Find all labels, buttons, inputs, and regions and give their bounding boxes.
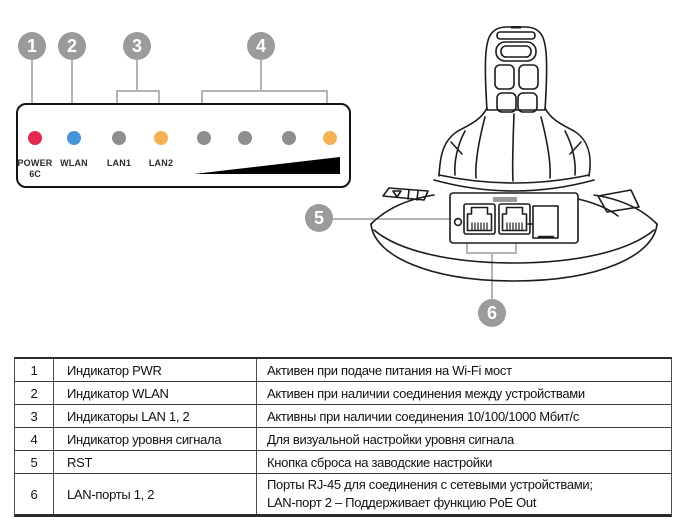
reset-button-hole	[453, 217, 463, 227]
wlan-led	[67, 131, 81, 145]
power-connector-slot	[527, 205, 559, 239]
vent-slot	[382, 187, 429, 201]
row-desc: Для визуальной настройки уровня сигнала	[256, 428, 671, 450]
row-desc: Активен при наличии соединения между уст…	[256, 382, 671, 404]
wlan-led-label: WLAN	[60, 158, 88, 168]
callout-badge-2: 2	[58, 32, 86, 60]
row-number: 1	[30, 362, 38, 378]
callout-badge-4: 4	[247, 32, 275, 60]
lan-port-2	[498, 203, 531, 235]
row-name: Индикатор уровня сигнала	[53, 428, 256, 450]
callout-line-4-stem	[260, 60, 262, 90]
lan1-led-label: LAN1	[106, 158, 132, 168]
callout-number: 3	[131, 36, 142, 56]
row-number: 2	[30, 385, 38, 401]
row-number: 6	[30, 486, 38, 502]
row-name: Индикатор WLAN	[53, 382, 256, 404]
callout-line-6-right	[515, 234, 517, 254]
antenna-handle	[484, 26, 548, 113]
callout-line-6-left	[466, 234, 468, 254]
row-number: 3	[30, 408, 38, 424]
row-name: RST	[53, 451, 256, 473]
signal-led-3	[282, 131, 296, 145]
row-name: Индикатор PWR	[53, 359, 256, 381]
row-desc: Кнопка сброса на заводские настройки	[256, 451, 671, 473]
row-desc: Порты RJ-45 для соединения с сетевыми ус…	[256, 474, 671, 514]
signal-led-4	[323, 131, 337, 145]
power-led	[28, 131, 42, 145]
power-led-label: POWER	[17, 158, 53, 168]
signal-led-2	[238, 131, 252, 145]
table-row: 4 Индикатор уровня сигнала Для визуально…	[15, 428, 671, 451]
dome-cover	[433, 107, 595, 192]
callout-line-4-bracket	[201, 90, 328, 92]
led-panel: POWER 6C WLAN LAN1 LAN2	[16, 103, 351, 188]
callout-line-3-bracket	[116, 90, 160, 92]
port-recess	[449, 192, 579, 244]
row-number: 4	[30, 431, 38, 447]
callout-line-2	[71, 60, 73, 129]
callout-badge-1: 1	[18, 32, 46, 60]
callout-number: 4	[255, 36, 266, 56]
lan-port-1	[463, 203, 496, 235]
table-row: 6 LAN-порты 1, 2 Порты RJ-45 для соедине…	[15, 474, 671, 514]
row-number: 5	[30, 454, 38, 470]
callout-badge-5: 5	[305, 204, 333, 232]
table-row: 5 RST Кнопка сброса на заводские настрой…	[15, 451, 671, 474]
device-rear-illustration	[370, 26, 658, 282]
lan2-led	[154, 131, 168, 145]
callout-line-5	[333, 218, 456, 220]
callout-number: 2	[66, 36, 77, 56]
callout-line-6-stem	[491, 252, 493, 299]
row-name: LAN-порты 1, 2	[53, 474, 256, 514]
power-led-sublabel: 6C	[29, 169, 41, 179]
table-row: 2 Индикатор WLAN Активен при наличии сое…	[15, 382, 671, 405]
callout-badge-6: 6	[478, 299, 506, 327]
table-row: 3 Индикаторы LAN 1, 2 Активны при наличи…	[15, 405, 671, 428]
callout-number: 1	[26, 36, 37, 56]
table-row: 1 Индикатор PWR Активен при подаче питан…	[15, 359, 671, 382]
row-desc-line-2: LAN-порт 2 – Поддерживает функцию PoE Ou…	[267, 495, 537, 510]
row-name: Индикаторы LAN 1, 2	[53, 405, 256, 427]
callout-line-3-stem	[136, 60, 138, 90]
lan2-led-label: LAN2	[148, 158, 174, 168]
callout-number: 6	[486, 303, 497, 323]
signal-strength-wedge	[194, 157, 340, 174]
label-plate	[597, 189, 640, 213]
callout-number: 5	[313, 208, 324, 228]
saucer-base	[370, 187, 658, 282]
signal-led-1	[197, 131, 211, 145]
lan1-led	[112, 131, 126, 145]
callout-badge-3: 3	[123, 32, 151, 60]
row-desc-line-1: Порты RJ-45 для соединения с сетевыми ус…	[267, 477, 593, 492]
legend-table: 1 Индикатор PWR Активен при подаче питан…	[14, 357, 672, 517]
callout-line-1	[31, 60, 33, 129]
row-desc: Активен при подаче питания на Wi-Fi мост	[256, 359, 671, 381]
row-desc: Активны при наличии соединения 10/100/10…	[256, 405, 671, 427]
